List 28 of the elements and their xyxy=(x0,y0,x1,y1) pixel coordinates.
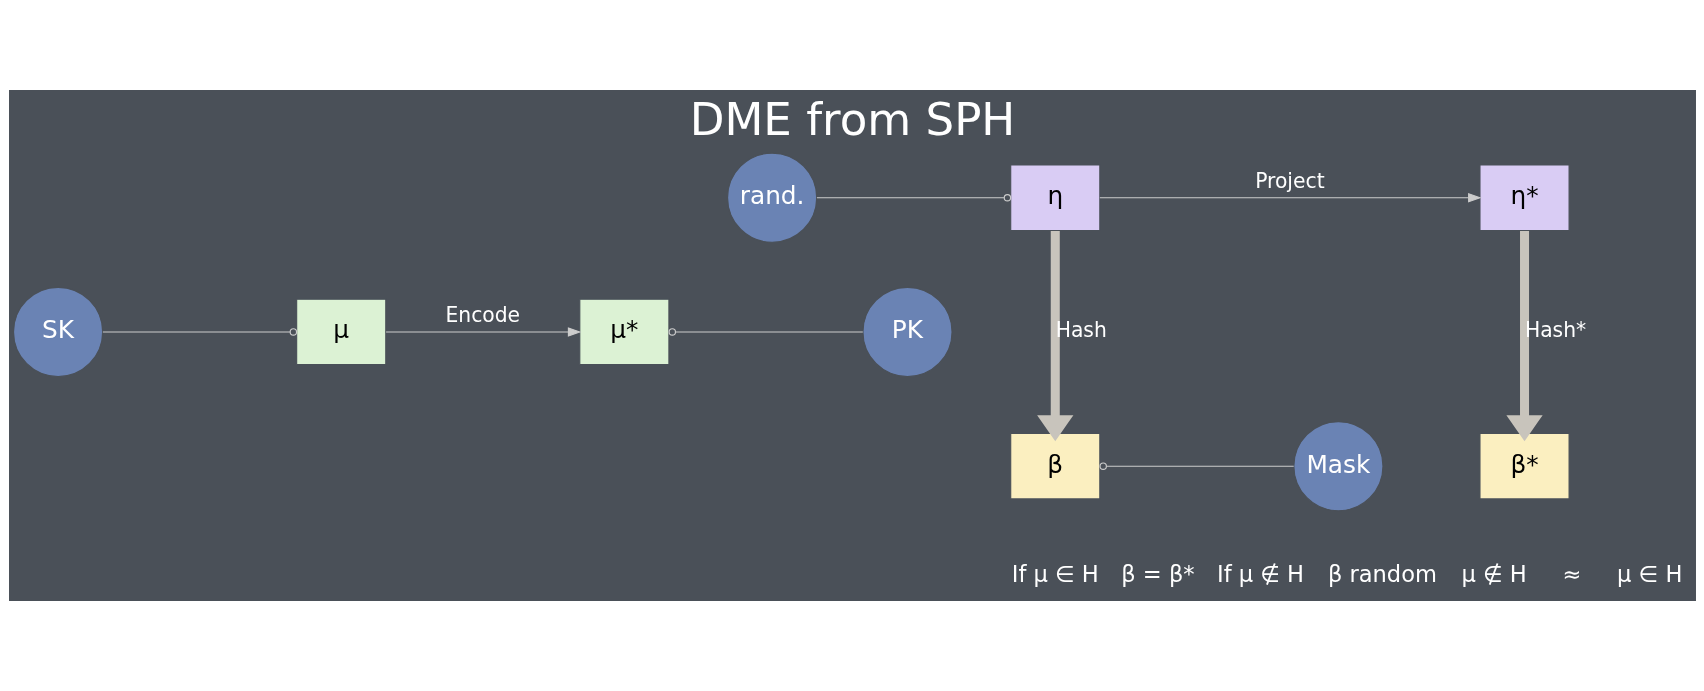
node-circle: Mask xyxy=(1292,421,1384,512)
label: If μ ∈ H xyxy=(1011,560,1099,587)
arrow xyxy=(1505,230,1543,442)
node-box: η xyxy=(1009,164,1100,231)
connector xyxy=(815,194,1011,202)
node-circle: SK xyxy=(12,286,103,378)
label: If μ ∉ H xyxy=(1216,560,1304,587)
edge-label: Encode xyxy=(444,303,520,328)
node-box: μ* xyxy=(578,298,669,366)
arrow xyxy=(1098,193,1482,203)
node-box: η* xyxy=(1478,164,1570,231)
arrow xyxy=(385,327,581,337)
diagram-title: DME from SPH xyxy=(689,93,1015,147)
node-circle: PK xyxy=(861,286,953,378)
connector xyxy=(1099,462,1294,470)
arrow xyxy=(1036,230,1073,442)
connector xyxy=(101,328,297,336)
connector xyxy=(668,328,863,336)
label: μ ∈ H xyxy=(1616,560,1682,587)
label: β random xyxy=(1327,560,1437,587)
node-box: μ xyxy=(295,298,386,366)
node-box: β xyxy=(1009,432,1100,500)
edge-label: Project xyxy=(1254,169,1325,194)
label: ≈ xyxy=(1561,560,1581,587)
label: μ ∉ H xyxy=(1460,560,1527,587)
label: β = β* xyxy=(1120,560,1195,587)
node-circle: rand. xyxy=(726,152,817,243)
node-box: β* xyxy=(1478,432,1570,500)
